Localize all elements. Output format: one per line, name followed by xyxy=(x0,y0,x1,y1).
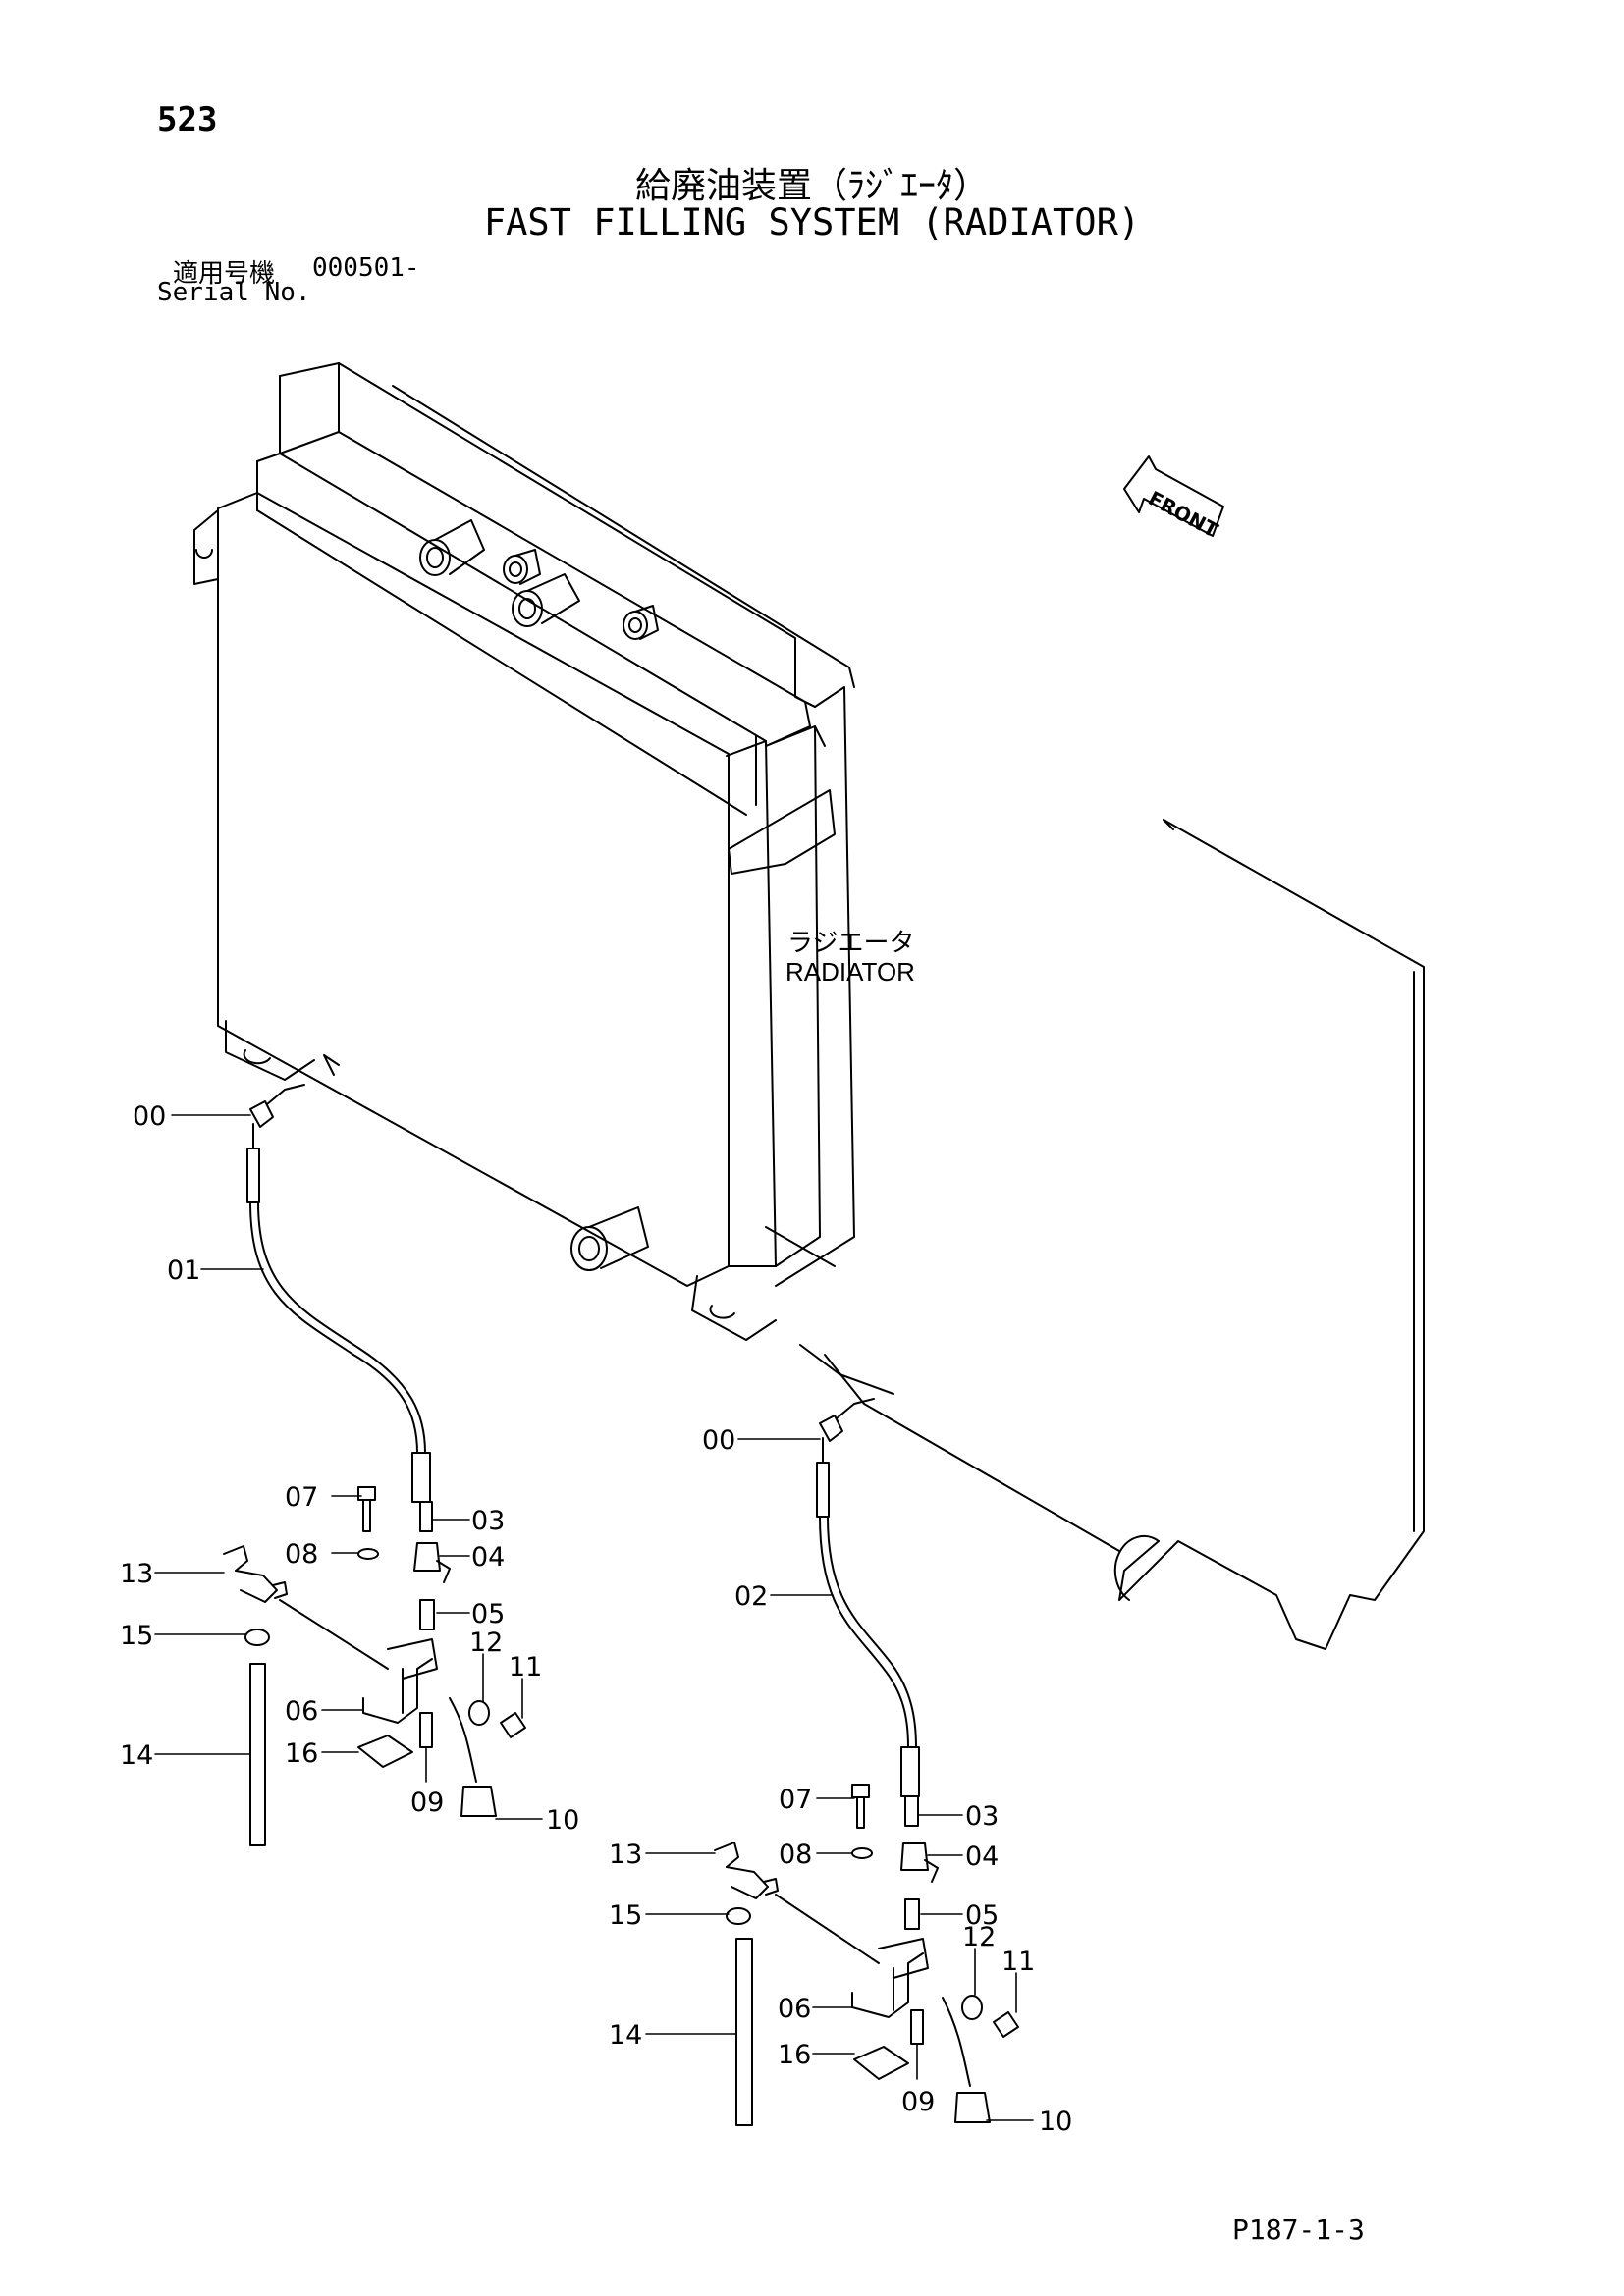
callout-label: 12 xyxy=(469,1628,503,1658)
callout-label: 09 xyxy=(410,1788,444,1818)
callout-label: 13 xyxy=(120,1559,153,1589)
callout-label: 10 xyxy=(1039,2107,1072,2137)
callout-label: 14 xyxy=(120,1740,153,1771)
callout-label: 06 xyxy=(778,1994,811,2024)
callout-label: 10 xyxy=(546,1805,579,1836)
callout-label: 12 xyxy=(962,1922,996,1952)
callout-label: 04 xyxy=(471,1542,505,1573)
serial-label: Serial No. xyxy=(157,278,311,307)
page-title: FAST FILLING SYSTEM (RADIATOR) xyxy=(483,201,1141,243)
serial-number-value: 000501- xyxy=(312,253,420,283)
callout-label: 14 xyxy=(609,2020,642,2051)
callout-label: 05 xyxy=(965,1900,999,1931)
callout-label: 00 xyxy=(702,1425,735,1456)
serial-label-japanese: 適用号機 xyxy=(173,259,276,289)
callout-label: 16 xyxy=(285,1738,318,1769)
callout-leaders-left xyxy=(154,1114,543,1820)
callout-leaders-right xyxy=(645,1438,1034,2121)
callout-label: 07 xyxy=(285,1482,318,1513)
callout-label: 00 xyxy=(133,1101,166,1132)
callout-label: 11 xyxy=(509,1652,542,1682)
callout-label: 15 xyxy=(120,1621,153,1651)
callout-label: 04 xyxy=(965,1842,999,1872)
callout-label: 13 xyxy=(609,1840,642,1870)
drain-hose-assembly-left xyxy=(223,1084,526,1846)
callout-label: 03 xyxy=(471,1506,505,1536)
callout-label: 01 xyxy=(167,1255,200,1286)
radiator-assembly xyxy=(193,362,855,1341)
front-direction-arrow: FRONT xyxy=(1123,455,1224,542)
callout-numbers-left: 00 01 07 03 08 04 13 05 15 12 11 06 16 1… xyxy=(120,1101,579,1836)
page-title-japanese: 給廃油装置（ﾗｼﾞｴｰﾀ） xyxy=(634,166,989,206)
callout-label: 08 xyxy=(779,1840,812,1870)
callout-label: 06 xyxy=(285,1696,318,1727)
callout-label: 16 xyxy=(778,2040,811,2070)
callout-label: 07 xyxy=(779,1785,812,1815)
callout-label: 03 xyxy=(965,1801,999,1832)
page-number: 523 xyxy=(157,100,218,139)
callout-label: 09 xyxy=(901,2087,935,2117)
callout-label: 02 xyxy=(734,1581,768,1612)
callout-label: 08 xyxy=(285,1539,318,1570)
callout-label: 11 xyxy=(1001,1947,1035,1977)
drain-hose-assembly-right xyxy=(714,1398,1019,2126)
oil-cooler-panel xyxy=(799,819,1425,1650)
callout-label: 05 xyxy=(471,1599,505,1629)
figure-code: P187-1-3 xyxy=(1232,2214,1365,2246)
callout-label: 15 xyxy=(609,1900,642,1931)
front-arrow-label: FRONT xyxy=(1145,486,1222,542)
radiator-label-japanese: ラジエータ xyxy=(787,929,915,958)
callout-numbers-right: 00 02 07 03 08 04 13 05 15 12 11 06 16 1… xyxy=(609,1425,1072,2137)
